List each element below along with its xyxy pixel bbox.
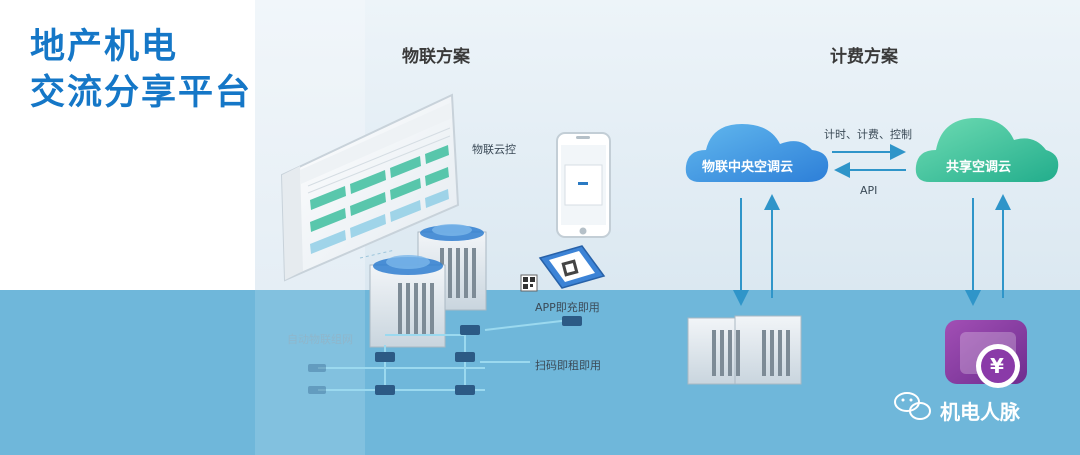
label-scan-rent: 扫码即租即用 bbox=[535, 359, 601, 372]
section-title-billing: 计费方案 bbox=[830, 47, 898, 67]
background-bottom bbox=[0, 290, 1080, 455]
page-title: 地产机电 交流分享平台 bbox=[30, 24, 252, 116]
phone-qr bbox=[538, 245, 606, 289]
label-api: API bbox=[860, 184, 878, 197]
section-title-iot: 物联方案 bbox=[402, 47, 470, 67]
outdoor-units-left bbox=[369, 224, 487, 348]
monitor-screen bbox=[280, 93, 460, 282]
cloud-label-iot-central-ac: 物联中央空调云 bbox=[702, 160, 794, 175]
yuan-symbol: ¥ bbox=[990, 354, 1004, 378]
wechat-icon bbox=[894, 392, 931, 420]
indoor-units bbox=[308, 316, 582, 395]
cloud-iot-central-ac bbox=[685, 124, 829, 182]
cloud-shared-ac bbox=[915, 118, 1059, 182]
payment-wallet-icon bbox=[945, 320, 1027, 388]
background-top-left bbox=[0, 0, 255, 290]
cloud-label-shared-ac: 共享空调云 bbox=[946, 160, 1012, 175]
phone-device bbox=[556, 132, 611, 238]
background-bottom-middle bbox=[255, 290, 365, 455]
title-line-1: 地产机电 bbox=[30, 27, 179, 67]
label-timing-billing-control: 计时、计费、控制 bbox=[824, 128, 912, 141]
qr-code-sticker bbox=[520, 274, 538, 292]
label-auto-iot-network: 自动物联组网 bbox=[287, 333, 353, 346]
title-line-2: 交流分享平台 bbox=[30, 73, 253, 113]
watermark-text: 机电人脉 bbox=[940, 400, 1020, 424]
label-app-charge: APP即充即用 bbox=[535, 301, 600, 314]
outdoor-units-right bbox=[687, 315, 802, 385]
label-iot-cloud-control: 物联云控 bbox=[472, 143, 516, 156]
